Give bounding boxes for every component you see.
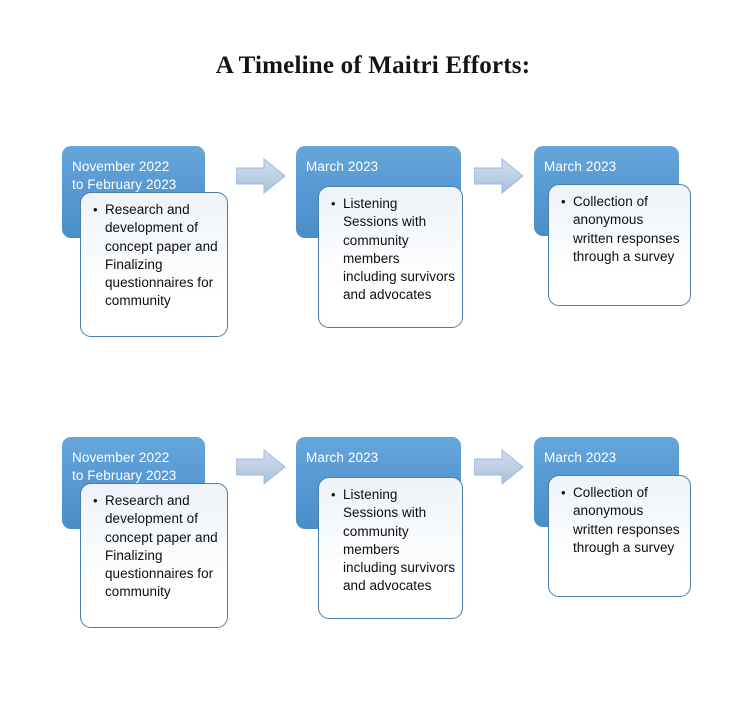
timeline-row-bottom: November 2022 to February 2023 Research …: [0, 421, 746, 651]
timeline-stage-3[interactable]: March 2023 Collection of anonymous writt…: [534, 421, 691, 651]
stage-header-label: March 2023: [306, 450, 379, 465]
arrow-right-icon: [236, 157, 286, 195]
timeline-stage-2[interactable]: March 2023 Listening Sessions with commu…: [296, 130, 463, 360]
list-item: Research and development of concept pape…: [93, 492, 221, 602]
list-item: Listening Sessions with community member…: [331, 195, 456, 305]
page-title: A Timeline of Maitri Efforts:: [215, 52, 531, 79]
stage-body-card: Collection of anonymous written response…: [548, 184, 691, 306]
stage-bullet-list: Listening Sessions with community member…: [319, 478, 462, 602]
stage-bullet-list: Collection of anonymous written response…: [549, 476, 690, 563]
stage-bullet-list: Collection of anonymous written response…: [549, 185, 690, 272]
stage-body-card: Research and development of concept pape…: [80, 192, 228, 337]
stage-header-label: November 2022 to February 2023: [72, 450, 177, 483]
stage-bullet-list: Listening Sessions with community member…: [319, 187, 462, 311]
arrow-right-icon: [236, 448, 286, 486]
stage-header-label: March 2023: [306, 159, 379, 174]
list-item: Collection of anonymous written response…: [561, 483, 684, 557]
stage-header-label: November 2022 to February 2023: [72, 159, 177, 192]
timeline-stage-3[interactable]: March 2023 Collection of anonymous writt…: [534, 130, 691, 360]
stage-bullet-list: Research and development of concept pape…: [81, 484, 227, 608]
stage-bullet-list: Research and development of concept pape…: [81, 193, 227, 317]
stage-body-card: Collection of anonymous written response…: [548, 475, 691, 597]
stage-body-card: Research and development of concept pape…: [80, 483, 228, 628]
arrow-right-icon: [474, 157, 524, 195]
timeline-stage-1[interactable]: November 2022 to February 2023 Research …: [62, 130, 229, 360]
list-item: Research and development of concept pape…: [93, 201, 221, 311]
arrow-right-icon: [474, 448, 524, 486]
stage-body-card: Listening Sessions with community member…: [318, 477, 463, 619]
list-item: Collection of anonymous written response…: [561, 192, 684, 266]
list-item: Listening Sessions with community member…: [331, 486, 456, 596]
stage-header-label: March 2023: [544, 159, 617, 174]
timeline-stage-1[interactable]: November 2022 to February 2023 Research …: [62, 421, 229, 651]
timeline-stage-2[interactable]: March 2023 Listening Sessions with commu…: [296, 421, 463, 651]
stage-header-label: March 2023: [544, 450, 617, 465]
timeline-row-top: November 2022 to February 2023 Research …: [0, 130, 746, 360]
stage-body-card: Listening Sessions with community member…: [318, 186, 463, 328]
